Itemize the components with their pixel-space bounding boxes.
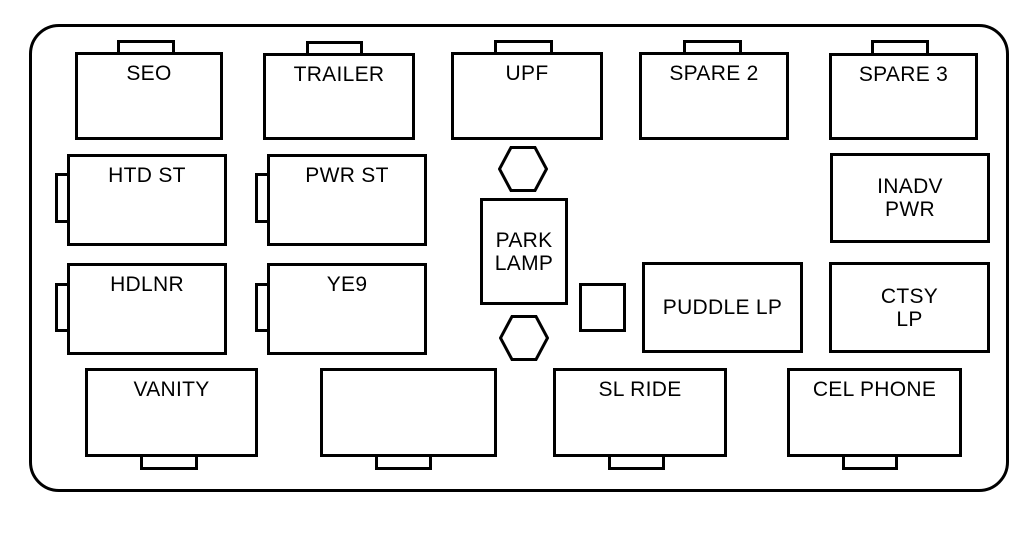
- fuse-htd-st-tab: [55, 173, 68, 223]
- fuse-hdlnr-tab: [55, 283, 68, 332]
- hex-nut-bottom-icon: [499, 315, 549, 361]
- fuse-spare3-tab: [871, 40, 929, 53]
- fuse-box-sl-ride: SL RIDE: [553, 368, 727, 457]
- fuse-box-spare2: SPARE 2: [639, 52, 789, 140]
- fuse-box-cel-phone: CEL PHONE: [787, 368, 962, 457]
- fuse-ye9-tab: [255, 283, 268, 332]
- fuse-box-pwr-st: PWR ST: [267, 154, 427, 246]
- fuse-box-park-lamp: PARK LAMP: [480, 198, 568, 305]
- fuse-box-ye9: YE9: [267, 263, 427, 355]
- fuse-box-htd-st: HTD ST: [67, 154, 227, 246]
- fuse-box-trailer: TRAILER: [263, 53, 415, 140]
- fuse-sl-ride-tab: [608, 457, 665, 470]
- fuse-box-blank: [320, 368, 497, 457]
- fuse-box-seo: SEO: [75, 52, 223, 140]
- fuse-box-puddle-lp: PUDDLE LP: [642, 262, 803, 353]
- fuse-pwr-st-tab: [255, 173, 268, 223]
- fuse-cel-phone-tab: [842, 457, 898, 470]
- fuse-blank-tab: [375, 457, 432, 470]
- fuse-box-inadv-pwr: INADV PWR: [830, 153, 990, 243]
- fuse-box-ctsy-lp: CTSY LP: [829, 262, 990, 353]
- fuse-box-vanity: VANITY: [85, 368, 258, 457]
- square-connector: [579, 283, 626, 332]
- hex-nut-top-icon: [498, 146, 548, 192]
- fuse-trailer-tab: [306, 41, 363, 53]
- fuse-spare2-tab: [683, 40, 742, 53]
- fuse-box-upf: UPF: [451, 52, 603, 140]
- fuse-seo-tab: [117, 40, 175, 53]
- fuse-upf-tab: [494, 40, 553, 53]
- fuse-box-spare3: SPARE 3: [829, 53, 978, 140]
- fuse-vanity-tab: [140, 457, 198, 470]
- fuse-box-hdlnr: HDLNR: [67, 263, 227, 355]
